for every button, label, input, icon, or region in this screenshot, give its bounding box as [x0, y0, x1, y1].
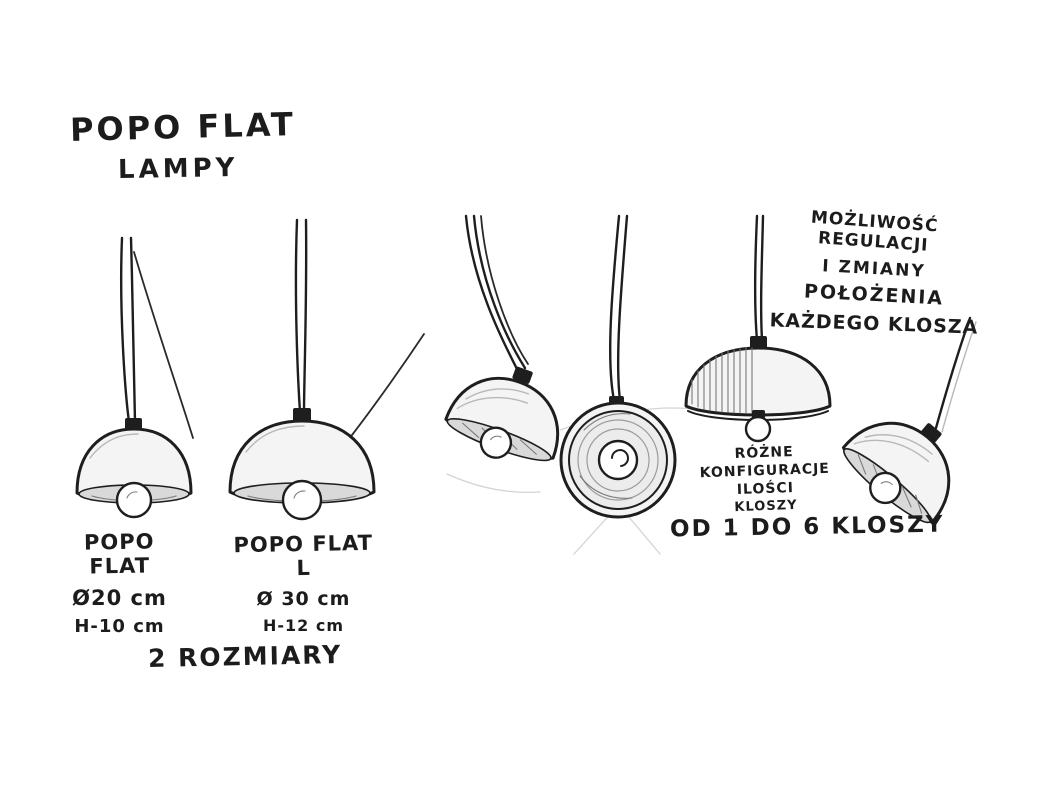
lamp-large-name: POPO FLAT L — [233, 530, 374, 581]
lamp-large-bulb — [281, 479, 323, 521]
lamp-profile-bulb — [744, 415, 772, 443]
lamp-small-diameter: Ø20 cm — [72, 586, 167, 610]
lamp-large-label: POPO FLAT L Ø 30 cm H-12 cm — [226, 530, 381, 635]
lamp-profile-shade — [684, 346, 832, 417]
lamp-right-tilted-sketch — [841, 316, 977, 524]
configurations-note-line3: ILOŚCI — [736, 480, 795, 498]
page-title: POPO FLAT — [69, 105, 297, 149]
lamp-small-label: POPO FLAT Ø20 cm H-10 cm — [52, 529, 187, 637]
configurations-note-line1: RÓŻNE — [734, 443, 794, 463]
configurations-note-line2: KONFIGURACJE — [699, 460, 831, 482]
adjustability-note-line1: MOŻLIWOŚĆ REGULACJI — [810, 207, 940, 256]
lamp-tilted-sketch — [444, 214, 560, 462]
count-note: OD 1 DO 6 KLOSZY — [669, 511, 945, 543]
lamp-bottom-bulb — [597, 439, 639, 481]
lamp-bottom-view-sketch — [559, 214, 677, 519]
lamp-small-height: H-10 cm — [74, 616, 165, 637]
sizes-note: 2 ROZMIARY — [147, 639, 343, 674]
lamp-small-bulb — [115, 481, 153, 519]
lamp-small-sketch — [75, 236, 194, 519]
lamp-small-name: POPO FLAT — [83, 529, 155, 579]
page-subtitle: LAMPY — [117, 152, 239, 186]
adjustability-note-line4: KAŻDEGO KLOSZA — [769, 309, 979, 339]
lamp-large-cap — [293, 408, 311, 422]
lamp-profile-cap — [750, 336, 767, 349]
lamp-profile-sketch — [684, 214, 832, 443]
adjustability-note-line3: POŁOŻENIA — [803, 280, 945, 310]
lamp-large-sketch — [228, 218, 425, 521]
lamp-large-diameter: Ø 30 cm — [256, 588, 351, 610]
configurations-note: RÓŻNE KONFIGURACJE ILOŚCI KLOSZY — [699, 441, 831, 516]
lamp-large-height: H-12 cm — [262, 616, 345, 635]
adjustability-note: MOŻLIWOŚĆ REGULACJI I ZMIANY POŁOŻENIA K… — [768, 208, 980, 339]
